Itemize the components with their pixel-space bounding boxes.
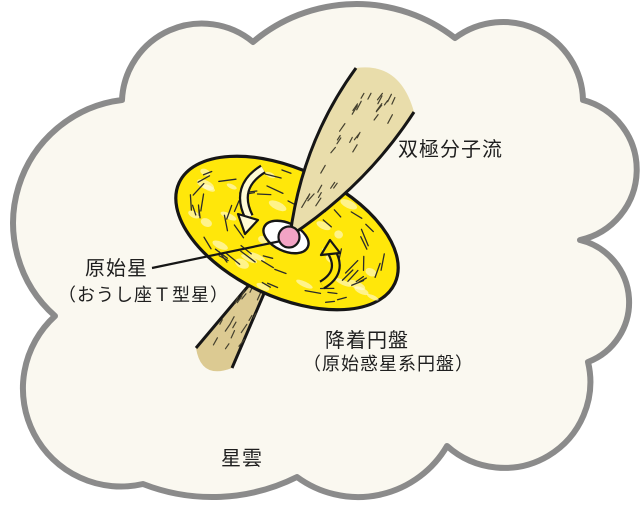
protostar-pointer-line: [151, 239, 282, 270]
rotation-arrow-left: [236, 164, 266, 236]
label-accretion-disk-sub: （原始惑星系円盤）: [303, 354, 474, 374]
label-nebula: 星雲: [221, 448, 263, 470]
label-accretion-disk: 降着円盤: [325, 330, 409, 352]
jet-upper-shape: [288, 67, 416, 238]
protostar-shape: [277, 225, 301, 249]
label-protostar-sub: （おうし座Ｔ型星）: [58, 285, 229, 305]
rotation-arrow-right: [319, 238, 342, 290]
label-protostar: 原始星: [85, 258, 148, 280]
label-bipolar-flow: 双極分子流: [398, 139, 503, 161]
